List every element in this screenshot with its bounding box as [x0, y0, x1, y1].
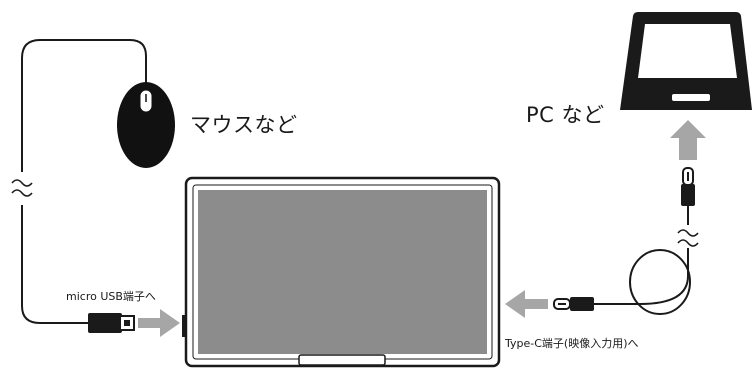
- pc-label: PC など: [526, 103, 605, 127]
- laptop-icon: [620, 12, 752, 110]
- arrow-to-laptop: [670, 120, 706, 160]
- usb-plug-icon: [88, 313, 135, 333]
- cable-break-icon: [677, 229, 699, 247]
- arrow-to-type-c: [505, 290, 548, 318]
- monitor-icon: [182, 176, 501, 368]
- type-c-label: Type-C端子(映像入力用)へ: [505, 337, 639, 350]
- arrow-to-micro-usb: [138, 309, 180, 337]
- mouse-icon: [117, 82, 175, 168]
- laptop-cable: [594, 206, 691, 315]
- mouse-cable: [21, 39, 147, 324]
- type-c-plug-icon: [553, 297, 594, 311]
- type-c-plug-icon: [681, 167, 695, 206]
- mouse-label: マウスなど: [190, 113, 298, 137]
- cable-break-icon: [11, 179, 33, 197]
- micro-usb-label: micro USB端子へ: [66, 290, 156, 303]
